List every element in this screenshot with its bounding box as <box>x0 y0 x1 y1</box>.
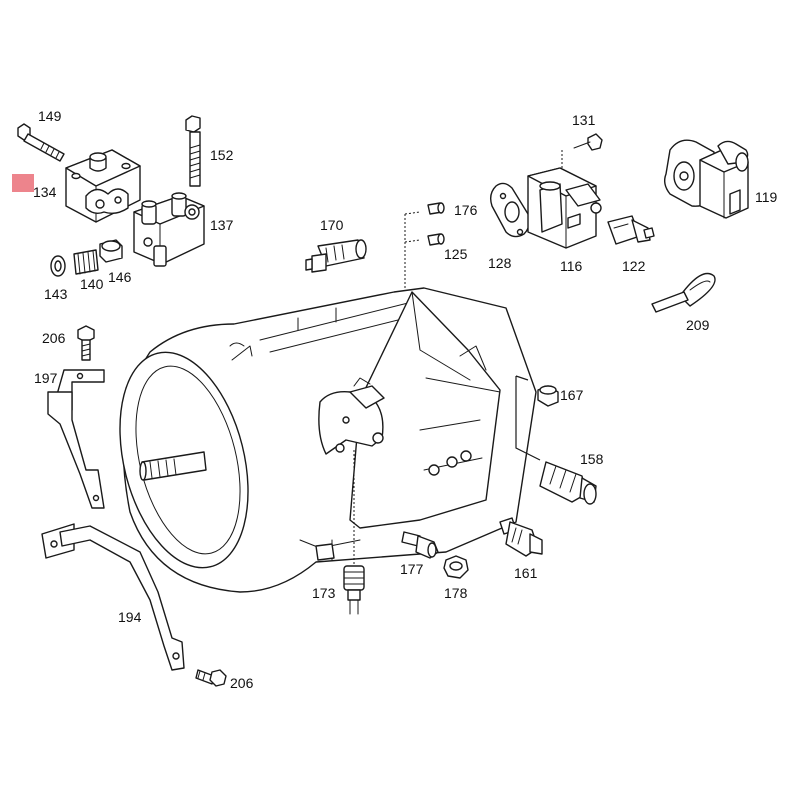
part-206-bolt-upper[interactable] <box>77 325 95 361</box>
callout-161: 161 <box>514 565 538 581</box>
part-177-pin[interactable] <box>401 531 439 559</box>
leader-167-158 <box>515 375 541 461</box>
part-140-spring[interactable] <box>73 249 99 275</box>
part-161-sensor[interactable] <box>499 517 543 557</box>
callout-125: 125 <box>444 246 468 262</box>
part-137-valve-body[interactable] <box>133 192 205 267</box>
callout-labels: 149 134 152 137 143 140 146 170 176 125 … <box>33 108 778 691</box>
part-146-plug[interactable] <box>99 239 123 263</box>
callout-137: 137 <box>210 217 234 233</box>
part-178-nut[interactable] <box>443 555 469 579</box>
part-170-switch[interactable] <box>305 239 367 273</box>
callout-176: 176 <box>454 202 478 218</box>
callout-170: 170 <box>320 217 344 233</box>
part-206-bolt-lower[interactable] <box>195 669 227 687</box>
callout-206-upper: 206 <box>42 330 66 346</box>
callout-119: 119 <box>755 189 778 205</box>
part-167-plug[interactable] <box>537 385 559 407</box>
callout-152: 152 <box>210 147 234 163</box>
part-116-valve[interactable] <box>527 167 602 249</box>
part-128-gasket[interactable] <box>489 182 531 238</box>
callout-149: 149 <box>38 108 62 124</box>
part-176-pin[interactable] <box>427 202 445 215</box>
callout-167: 167 <box>560 387 584 403</box>
part-152-long-bolt[interactable] <box>185 115 201 187</box>
callout-131: 131 <box>572 112 596 128</box>
part-209-cable-tie[interactable] <box>651 272 716 313</box>
part-131-screw[interactable] <box>573 133 603 151</box>
callout-134: 134 <box>33 184 57 200</box>
part-197-bracket[interactable] <box>47 369 105 509</box>
callout-140: 140 <box>80 276 104 292</box>
callout-206-lower: 206 <box>230 675 254 691</box>
part-122-sensor[interactable] <box>607 215 655 245</box>
part-134-valve-housing[interactable] <box>65 149 141 223</box>
gearbox-housing[interactable] <box>99 287 537 593</box>
callout-158: 158 <box>580 451 604 467</box>
callout-209: 209 <box>686 317 710 333</box>
callout-177: 177 <box>400 561 424 577</box>
part-119-valve-unit[interactable] <box>663 139 749 219</box>
callout-178: 178 <box>444 585 468 601</box>
callout-116: 116 <box>560 258 583 274</box>
part-143-washer[interactable] <box>50 255 66 277</box>
callout-197: 197 <box>34 370 58 386</box>
callout-194: 194 <box>118 609 142 625</box>
callout-143: 143 <box>44 286 68 302</box>
part-149-bolt[interactable] <box>17 123 65 162</box>
highlight-marker-134 <box>12 174 34 192</box>
part-125-pin[interactable] <box>427 233 445 246</box>
callout-122: 122 <box>622 258 646 274</box>
part-173-sensor[interactable] <box>343 565 365 615</box>
callout-146: 146 <box>108 269 132 285</box>
callout-128: 128 <box>488 255 512 271</box>
leader-176-125 <box>404 211 421 404</box>
part-194-bracket[interactable] <box>41 523 185 671</box>
callout-173: 173 <box>312 585 336 601</box>
part-158-connector[interactable] <box>539 461 597 505</box>
